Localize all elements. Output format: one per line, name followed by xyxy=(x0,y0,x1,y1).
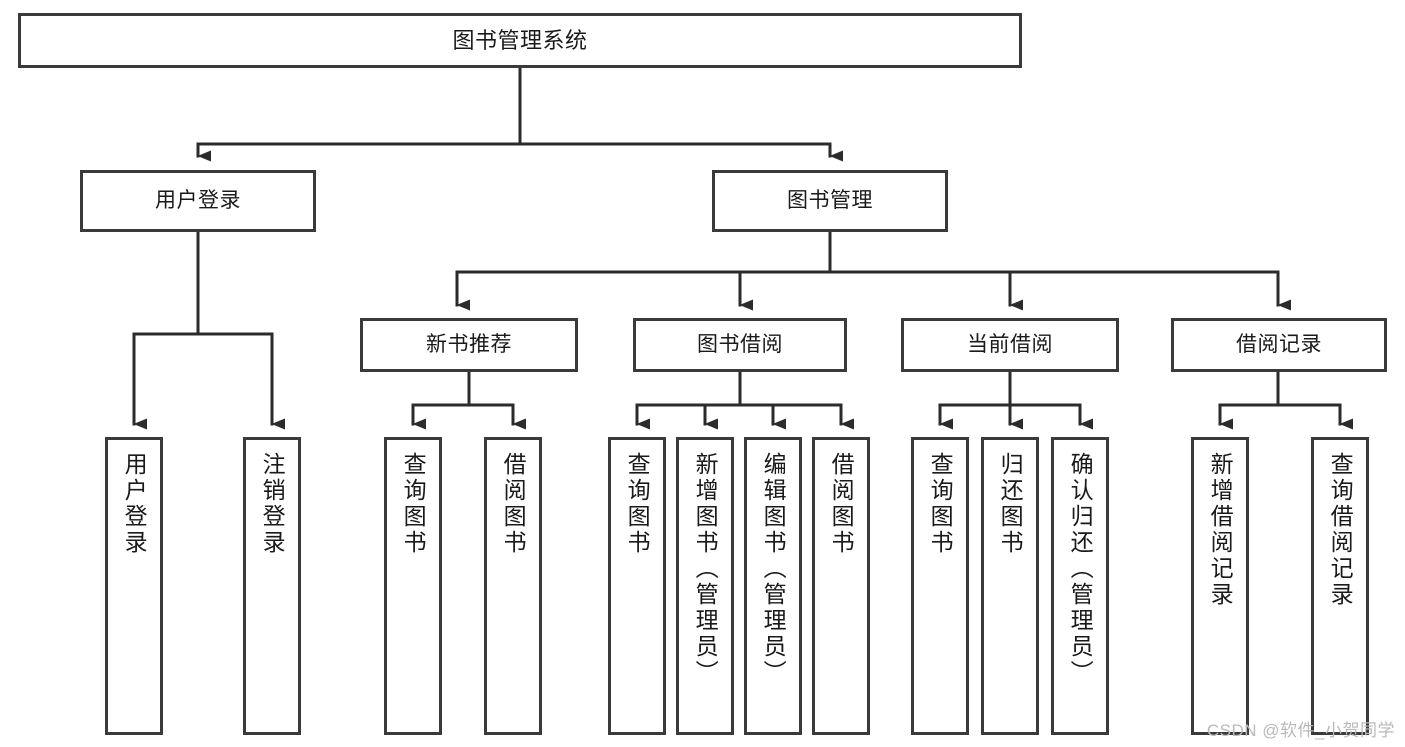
node-leaf-confirm-return-label: 确认归还（管理员） xyxy=(1067,452,1094,686)
node-book-manage-label: 图书管理 xyxy=(787,188,873,212)
node-leaf-add-record[interactable]: 新增借阅记录 xyxy=(1191,437,1249,735)
node-leaf-edit-book-label: 编辑图书（管理员） xyxy=(760,452,787,686)
node-leaf-query-book-2-label: 查询图书 xyxy=(624,452,651,556)
node-borrow-record[interactable]: 借阅记录 xyxy=(1171,318,1387,372)
node-user-login-label: 用户登录 xyxy=(155,188,241,212)
node-leaf-borrow-book-1[interactable]: 借阅图书 xyxy=(484,437,542,735)
node-leaf-query-record[interactable]: 查询借阅记录 xyxy=(1311,437,1369,735)
node-leaf-borrow-book-2[interactable]: 借阅图书 xyxy=(812,437,870,735)
node-leaf-query-record-label: 查询借阅记录 xyxy=(1327,452,1354,608)
node-leaf-query-book-1[interactable]: 查询图书 xyxy=(384,437,442,735)
node-book-manage[interactable]: 图书管理 xyxy=(712,170,948,232)
node-leaf-return-book-label: 归还图书 xyxy=(997,452,1024,556)
node-leaf-query-book-2[interactable]: 查询图书 xyxy=(608,437,666,735)
node-root[interactable]: 图书管理系统 xyxy=(18,13,1022,68)
node-leaf-confirm-return[interactable]: 确认归还（管理员） xyxy=(1051,437,1109,735)
node-leaf-query-book-3-label: 查询图书 xyxy=(927,452,954,556)
node-leaf-user-login[interactable]: 用户登录 xyxy=(105,437,163,735)
node-leaf-query-book-3[interactable]: 查询图书 xyxy=(911,437,969,735)
node-leaf-add-record-label: 新增借阅记录 xyxy=(1207,452,1234,608)
node-root-label: 图书管理系统 xyxy=(452,27,588,53)
node-current-borrow[interactable]: 当前借阅 xyxy=(901,318,1119,372)
node-new-book-recommend[interactable]: 新书推荐 xyxy=(360,318,578,372)
node-leaf-add-book-label: 新增图书（管理员） xyxy=(692,452,719,686)
node-new-book-recommend-label: 新书推荐 xyxy=(426,332,512,356)
node-leaf-borrow-book-2-label: 借阅图书 xyxy=(828,452,855,556)
node-book-borrow-label: 图书借阅 xyxy=(697,332,783,356)
node-leaf-logout-login[interactable]: 注销登录 xyxy=(243,437,301,735)
node-book-borrow[interactable]: 图书借阅 xyxy=(633,318,847,372)
node-leaf-return-book[interactable]: 归还图书 xyxy=(981,437,1039,735)
watermark: CSDN @软件_小贺同学 xyxy=(1206,721,1395,740)
node-borrow-record-label: 借阅记录 xyxy=(1236,332,1322,356)
node-leaf-query-book-1-label: 查询图书 xyxy=(400,452,427,556)
node-current-borrow-label: 当前借阅 xyxy=(967,332,1053,356)
node-leaf-edit-book[interactable]: 编辑图书（管理员） xyxy=(744,437,802,735)
node-leaf-add-book[interactable]: 新增图书（管理员） xyxy=(676,437,734,735)
node-leaf-borrow-book-1-label: 借阅图书 xyxy=(500,452,527,556)
node-leaf-logout-login-label: 注销登录 xyxy=(259,452,286,556)
node-user-login[interactable]: 用户登录 xyxy=(80,170,316,232)
node-leaf-user-login-label: 用户登录 xyxy=(121,452,148,556)
